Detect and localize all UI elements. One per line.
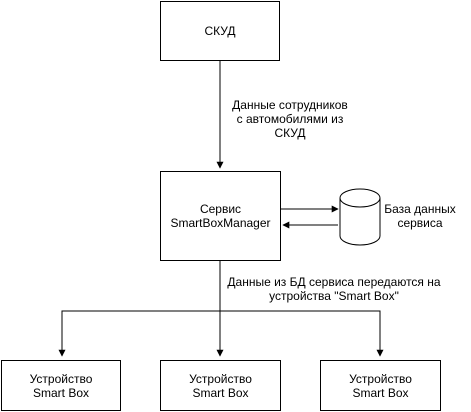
device-center-line2: Smart Box [192, 385, 249, 400]
device-right-line2: Smart Box [352, 385, 409, 400]
edge-label-devices-line2: устройства "Smart Box" [269, 289, 399, 303]
edge-to-device-right [220, 310, 384, 357]
device-right-line1: Устройство [349, 371, 412, 386]
service-label-line1: Сервис [199, 202, 242, 216]
database-label-line1: База данных [384, 202, 456, 216]
database-label-line2: сервиса [397, 216, 443, 230]
edge-label-skud-to-service: Данные сотрудников с автомобилями из СКУ… [222, 98, 358, 140]
device-right-node: Устройство Smart Box [320, 360, 441, 411]
edge-label-line3: СКУД [274, 126, 306, 140]
skud-node: СКУД [160, 1, 280, 61]
device-center-node: Устройство Smart Box [160, 360, 281, 411]
service-node: Сервис SmartBoxManager [160, 171, 281, 261]
database-cylinder [339, 188, 381, 246]
edge-label-line2: с автомобилями из [236, 112, 344, 126]
device-left-line2: Smart Box [32, 385, 89, 400]
service-label-line2: SmartBoxManager [170, 216, 271, 230]
edge-to-device-left [58, 310, 220, 357]
skud-label: СКУД [204, 24, 236, 38]
device-left-line1: Устройство [29, 371, 93, 386]
device-left-node: Устройство Smart Box [1, 360, 121, 411]
database-label: База данных сервиса [381, 202, 459, 230]
edge-label-line1: Данные сотрудников [232, 98, 348, 112]
edge-label-devices-line1: Данные из БД сервиса передаются на [227, 275, 441, 289]
edge-label-service-to-devices: Данные из БД сервиса передаются на устро… [224, 275, 444, 303]
device-center-line1: Устройство [189, 371, 252, 386]
